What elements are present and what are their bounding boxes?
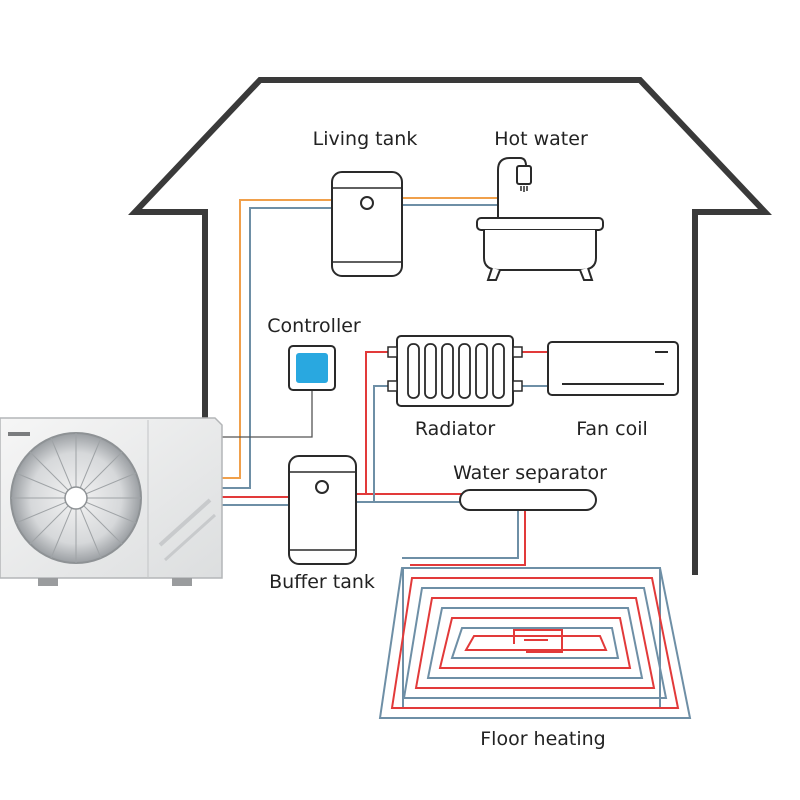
floor-heating-loop-icon [378, 567, 692, 719]
water-separator-icon [459, 489, 597, 511]
label-buffer-tank: Buffer tank [269, 571, 375, 593]
bathtub-icon [476, 157, 604, 281]
label-radiator: Radiator [415, 418, 495, 440]
house-outline [128, 77, 772, 575]
label-fan-coil: Fan coil [576, 418, 648, 440]
label-hot-water: Hot water [494, 128, 588, 150]
living-tank-icon [331, 171, 403, 277]
pipe-buffer-to-radiator-hot [365, 351, 393, 494]
radiator-icon [387, 335, 523, 407]
fan-icon [10, 432, 142, 564]
heat-pump-unit-icon [0, 417, 223, 586]
label-living-tank: Living tank [313, 128, 418, 150]
pipe-separator-to-floor-hot [410, 510, 526, 566]
pipe-dhw-supply [210, 199, 332, 479]
pipe-buffer-to-radiator-cold [373, 385, 393, 502]
pipe-dhw-return [210, 207, 332, 489]
label-controller: Controller [267, 315, 361, 337]
label-water-separator: Water separator [453, 462, 607, 484]
shower-head-icon [516, 165, 532, 192]
label-floor-heating: Floor heating [480, 728, 606, 750]
buffer-tank-icon [288, 455, 357, 565]
fan-coil-icon [547, 341, 679, 396]
pipe-separator-to-floor-cold [402, 510, 519, 559]
controller-cable [220, 390, 313, 438]
controller-icon [288, 345, 336, 391]
